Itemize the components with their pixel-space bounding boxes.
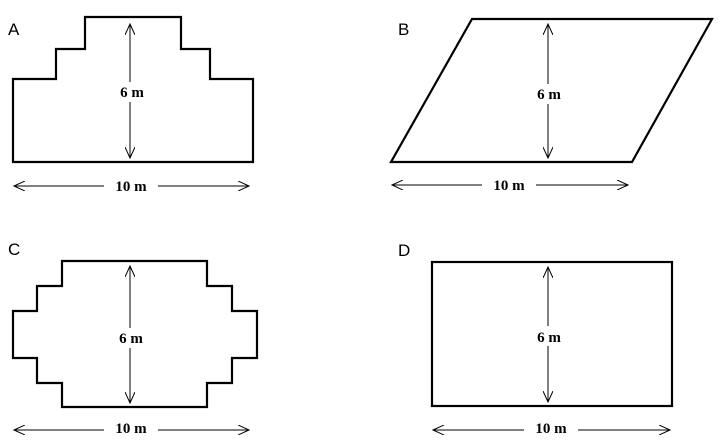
figure-b-letter: B: [398, 20, 409, 39]
figure-c-width-label-bg: [104, 418, 158, 440]
figure-c: C 6 m 10 m: [8, 240, 259, 440]
figure-b-height-label: 6 m: [537, 87, 561, 103]
figure-d-width-label: 10 m: [535, 421, 567, 437]
figure-d-height-label-bg: [530, 326, 570, 346]
figure-c-width-label: 10 m: [115, 421, 147, 437]
figure-b-width-label-bg: [482, 175, 536, 195]
figure-b-height-label-bg: [530, 84, 570, 104]
figure-c-letter: C: [8, 240, 20, 259]
figure-d-height-label: 6 m: [537, 330, 561, 346]
figure-c-height-label: 6 m: [119, 331, 143, 347]
figure-d-rectangle: [430, 260, 674, 408]
figure-b: B 6 m 10 m: [389, 17, 714, 195]
figure-a-height-label-bg: [112, 82, 152, 102]
figure-a-stepped-shape: [11, 15, 255, 164]
figure-a-width-label-bg: [104, 176, 158, 196]
figure-d: D 6 m 10 m: [398, 241, 674, 440]
figure-b-width-label: 10 m: [493, 178, 525, 194]
figure-a-letter: A: [8, 20, 20, 39]
figure-d-letter: D: [398, 241, 410, 260]
figure-d-width-label-bg: [524, 418, 578, 440]
figure-c-stepped-shape: [11, 259, 259, 409]
figure-a-height-label: 6 m: [120, 85, 144, 101]
figure-b-parallelogram: [389, 17, 714, 164]
figure-a-width-label: 10 m: [115, 179, 147, 195]
figure-a: A 6 m 10 m: [8, 15, 255, 196]
figure-c-height-label-bg: [112, 328, 152, 348]
